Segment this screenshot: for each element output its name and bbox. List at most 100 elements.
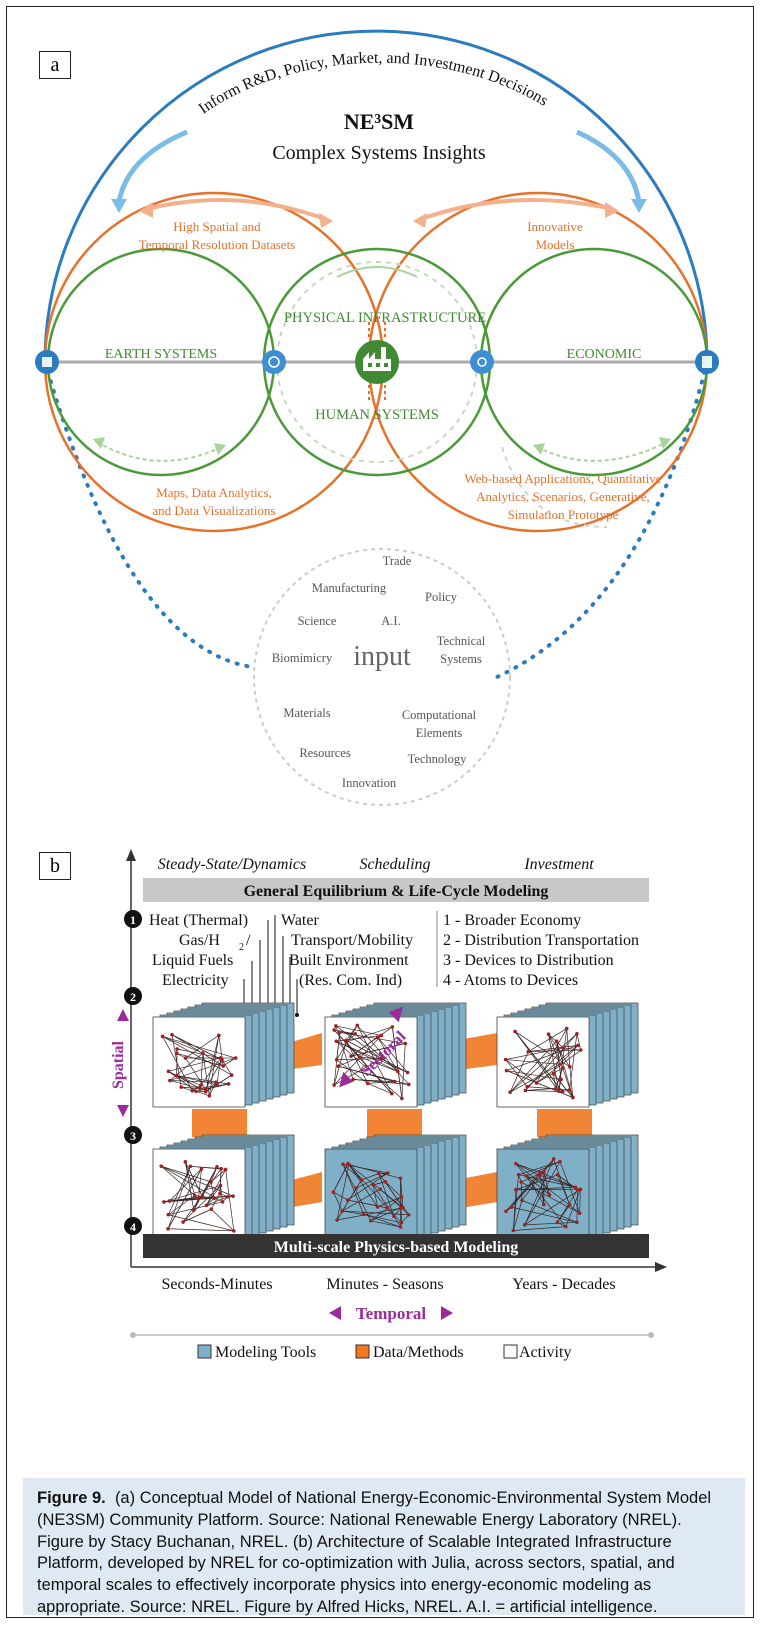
- input-word: Trade: [383, 554, 412, 568]
- network-node: [218, 1183, 223, 1188]
- network-edge: [548, 1034, 560, 1092]
- legend-data: Data/Methods: [373, 1344, 464, 1361]
- spatial-arrow-down: [117, 1105, 129, 1117]
- network-edge: [347, 1163, 388, 1209]
- network-edge: [385, 1181, 402, 1198]
- network-node: [390, 1025, 395, 1029]
- sector-heat: Heat (Thermal): [149, 912, 248, 929]
- network-edge: [198, 1168, 202, 1198]
- network-node: [226, 1194, 230, 1199]
- caption-text: (a) Conceptual Model of National Energy-…: [37, 1489, 712, 1616]
- network-node: [392, 1214, 396, 1219]
- network-edge: [195, 1090, 210, 1097]
- network-node: [220, 1058, 224, 1062]
- network-edge: [162, 1036, 236, 1059]
- title: NE³SM: [344, 109, 414, 134]
- network-edge: [511, 1158, 554, 1208]
- network-edge: [506, 1045, 579, 1071]
- right-top-label-2: Models: [536, 237, 575, 252]
- network-node: [520, 1198, 524, 1203]
- level-4: 4: [124, 1217, 142, 1235]
- network-edge: [401, 1214, 410, 1224]
- network-node: [207, 1093, 212, 1098]
- network-node: [537, 1173, 542, 1178]
- input-word: Science: [298, 614, 337, 628]
- network-node: [401, 1205, 405, 1210]
- node-left-inner: [262, 350, 286, 374]
- physical-infrastructure-label: PHYSICAL INFRASTRUCTURE: [284, 310, 486, 326]
- network-node: [174, 1073, 179, 1078]
- network-edge: [514, 1031, 563, 1092]
- network-node: [332, 1028, 336, 1032]
- network-node: [551, 1071, 556, 1076]
- network-node: [179, 1085, 184, 1089]
- network-edge: [168, 1071, 200, 1089]
- network-edge: [163, 1197, 215, 1203]
- network-edge: [515, 1163, 540, 1176]
- network-edge: [182, 1208, 212, 1223]
- network-node: [575, 1188, 580, 1192]
- network-node: [174, 1051, 179, 1056]
- network-edge: [342, 1164, 372, 1221]
- network-edge: [509, 1051, 529, 1093]
- sector-liquid: Liquid Fuels: [152, 952, 233, 969]
- network-node: [575, 1031, 579, 1036]
- network-edge: [527, 1086, 570, 1091]
- sector-transport: Transport/Mobility: [291, 932, 413, 949]
- network-edge: [222, 1057, 236, 1067]
- input-word: Systems: [440, 652, 482, 666]
- network-node: [524, 1174, 529, 1178]
- network-node: [578, 1187, 583, 1192]
- network-node: [221, 1064, 225, 1068]
- network-node: [541, 1170, 546, 1174]
- network-edge: [527, 1045, 579, 1088]
- network-edge: [566, 1028, 571, 1067]
- network-node: [209, 1207, 214, 1211]
- network-node: [188, 1164, 193, 1169]
- network-edge: [562, 1067, 574, 1098]
- svg-text:1: 1: [130, 913, 136, 927]
- network-node: [389, 1091, 394, 1096]
- network-edge: [336, 1187, 357, 1221]
- network-edge: [336, 1040, 399, 1072]
- data-connector: [537, 1109, 592, 1137]
- network-edge: [525, 1088, 556, 1091]
- network-node: [162, 1200, 166, 1204]
- network-node: [190, 1088, 195, 1093]
- network-edge: [168, 1057, 221, 1072]
- network-node: [514, 1187, 518, 1192]
- network-node: [383, 1179, 388, 1184]
- input-word: Computational: [402, 708, 477, 722]
- network-edge: [385, 1181, 404, 1208]
- network-edge: [509, 1040, 557, 1093]
- network-edge: [378, 1173, 395, 1217]
- network-edge: [518, 1161, 561, 1175]
- network-edge: [505, 1059, 528, 1087]
- network-edge: [509, 1033, 578, 1093]
- network-edge: [177, 1048, 221, 1059]
- network-node: [349, 1054, 353, 1059]
- network-edge: [205, 1059, 223, 1090]
- network-edge: [336, 1059, 368, 1084]
- network-edge: [569, 1066, 574, 1098]
- network-edge: [176, 1053, 224, 1067]
- activity-card: [496, 1016, 590, 1108]
- network-node: [511, 1228, 516, 1233]
- network-node: [554, 1086, 558, 1091]
- economic-label: ECONOMIC: [567, 347, 642, 362]
- network-node: [191, 1208, 196, 1213]
- network-edge: [553, 1073, 573, 1098]
- network-edge: [333, 1191, 348, 1201]
- network-edge: [370, 1220, 401, 1228]
- network-node: [336, 1064, 341, 1069]
- network-edge: [514, 1031, 571, 1068]
- spatial-arrow-up: [117, 1009, 129, 1021]
- input-center-word: input: [353, 641, 411, 672]
- bottom-bar-label: Multi-scale Physics-based Modeling: [274, 1239, 518, 1256]
- network-edge: [511, 1206, 577, 1223]
- network-edge: [163, 1185, 221, 1203]
- network-node: [399, 1195, 404, 1199]
- network-edge: [211, 1208, 235, 1232]
- data-connector: [192, 1109, 247, 1137]
- network-node: [555, 1220, 560, 1225]
